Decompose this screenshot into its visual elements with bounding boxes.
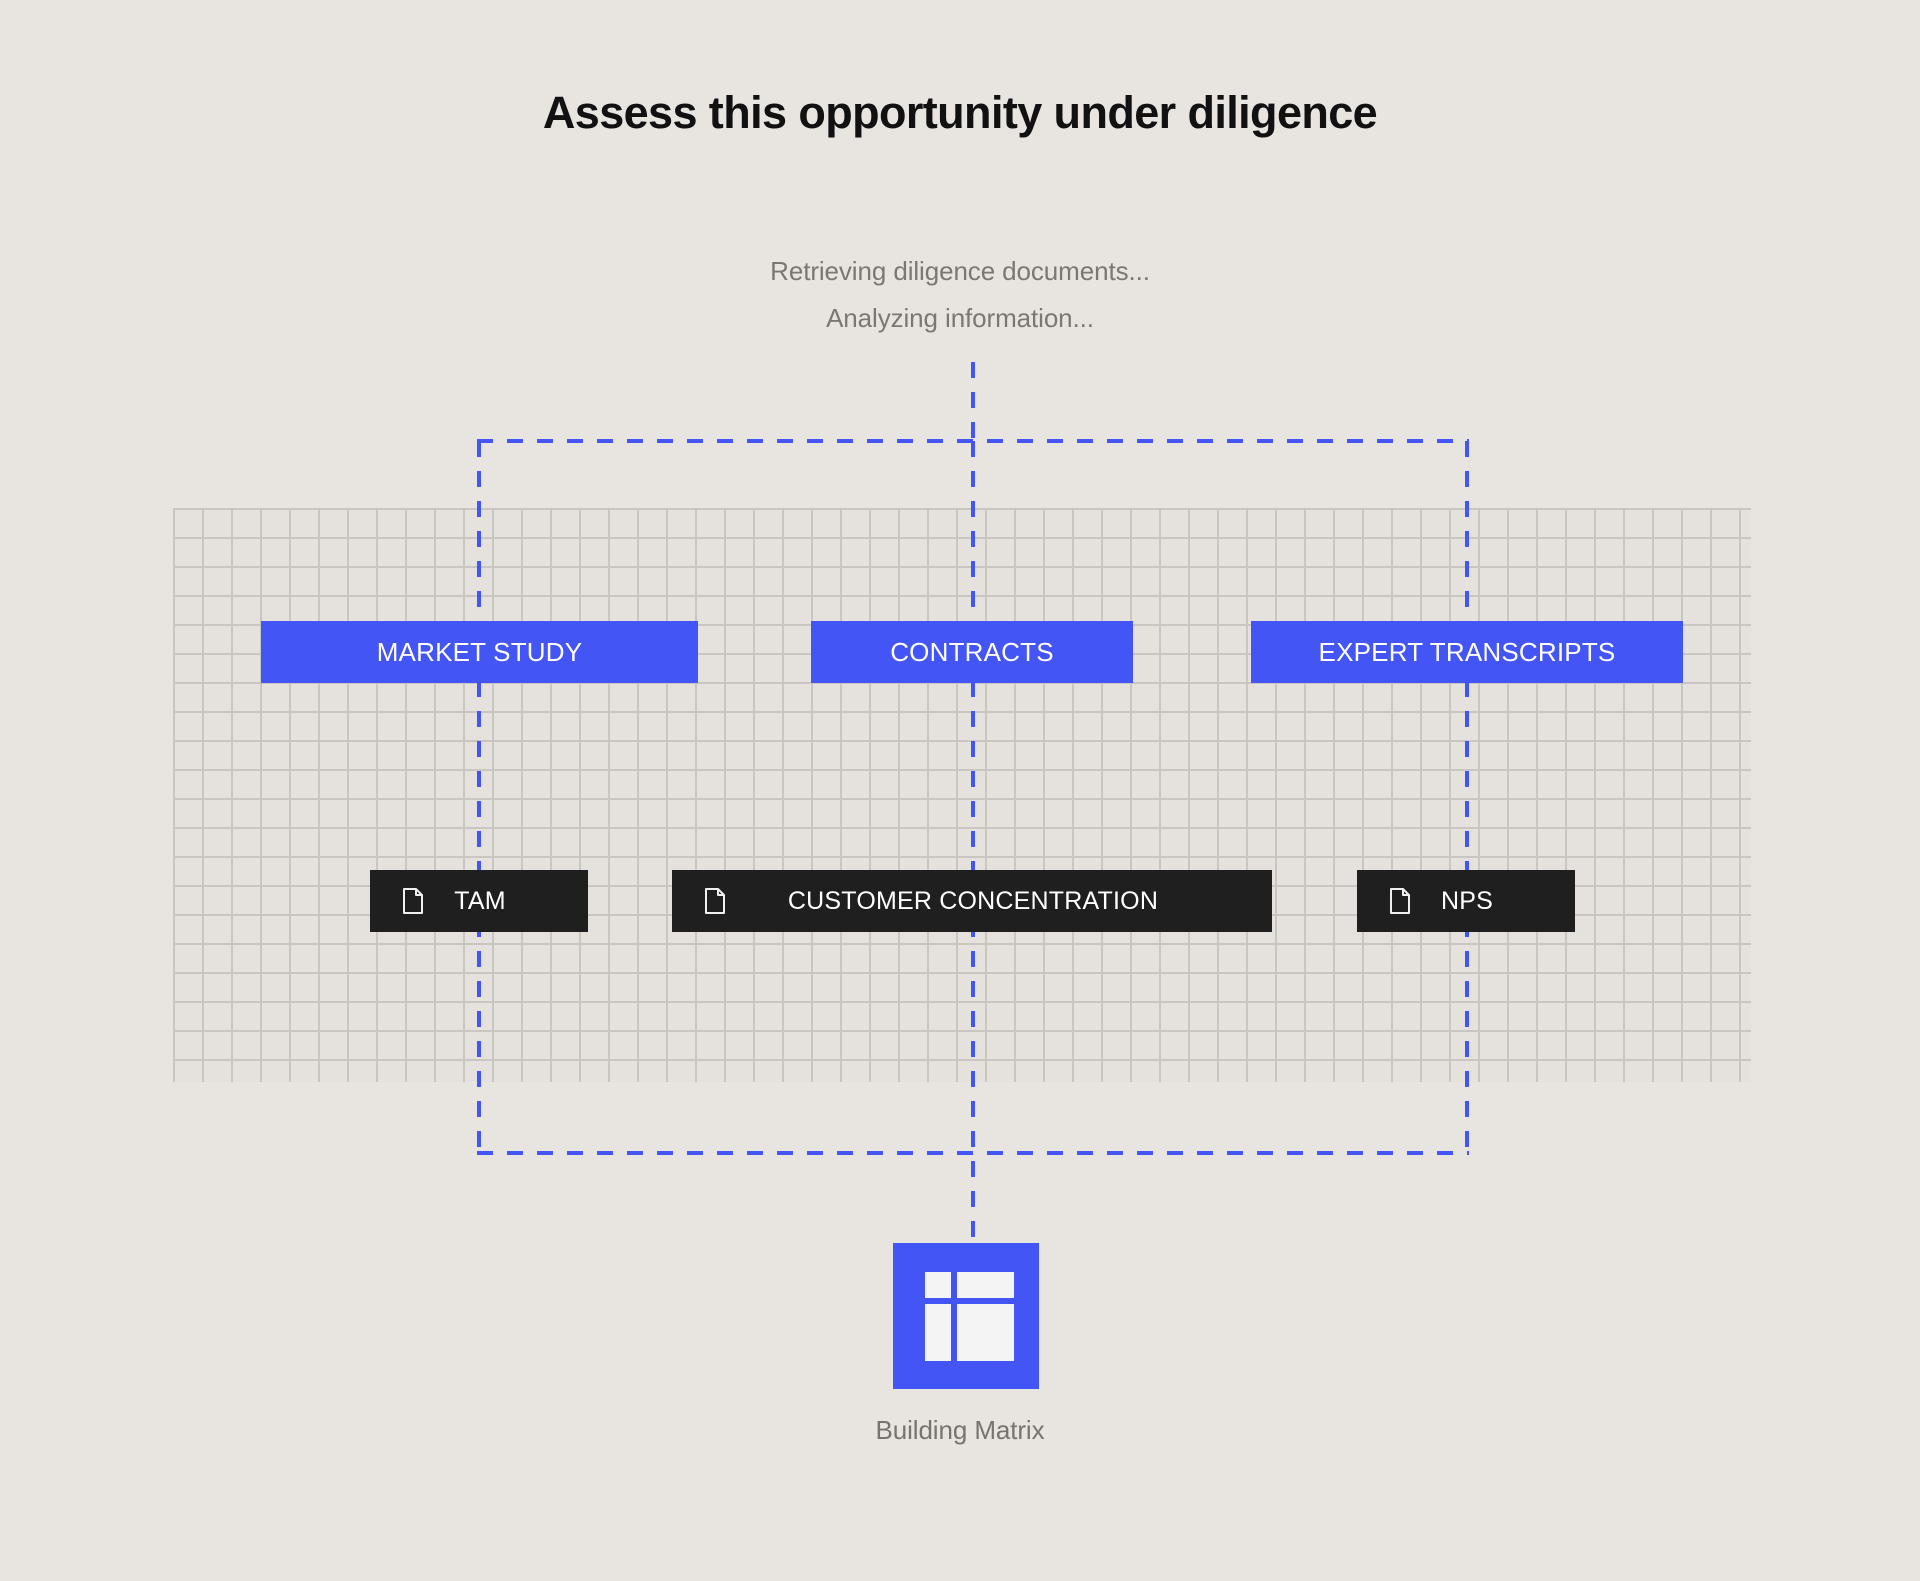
status-block: Retrieving diligence documents... Analyz… (0, 248, 1920, 342)
category-label: EXPERT TRANSCRIPTS (1318, 636, 1616, 667)
category-label: CONTRACTS (890, 636, 1054, 667)
document-icon (1390, 888, 1410, 914)
category-button-expert-transcripts[interactable]: EXPERT TRANSCRIPTS (1251, 621, 1683, 683)
grid-background-panel (173, 508, 1751, 1082)
document-chip-label: NPS (1440, 886, 1493, 915)
status-line-retrieving: Retrieving diligence documents... (770, 256, 1150, 286)
document-chip-label: CUSTOMER CONCENTRATION (787, 886, 1159, 915)
category-button-contracts[interactable]: CONTRACTS (811, 621, 1133, 683)
document-chip-nps[interactable]: NPS (1357, 870, 1575, 932)
status-line-analyzing: Analyzing information... (826, 303, 1094, 333)
matrix-glyph (925, 1272, 1014, 1361)
category-label: MARKET STUDY (376, 636, 583, 667)
matrix-icon[interactable] (893, 1243, 1039, 1389)
category-button-market-study[interactable]: MARKET STUDY (261, 621, 698, 683)
document-chip-customer-concentration[interactable]: CUSTOMER CONCENTRATION (672, 870, 1272, 932)
document-chip-label: TAM (454, 886, 506, 915)
document-chip-tam[interactable]: TAM (370, 870, 588, 932)
page-title: Assess this opportunity under diligence (542, 87, 1378, 138)
document-icon (403, 888, 423, 914)
matrix-caption: Building Matrix (875, 1415, 1045, 1445)
document-icon (705, 888, 725, 914)
